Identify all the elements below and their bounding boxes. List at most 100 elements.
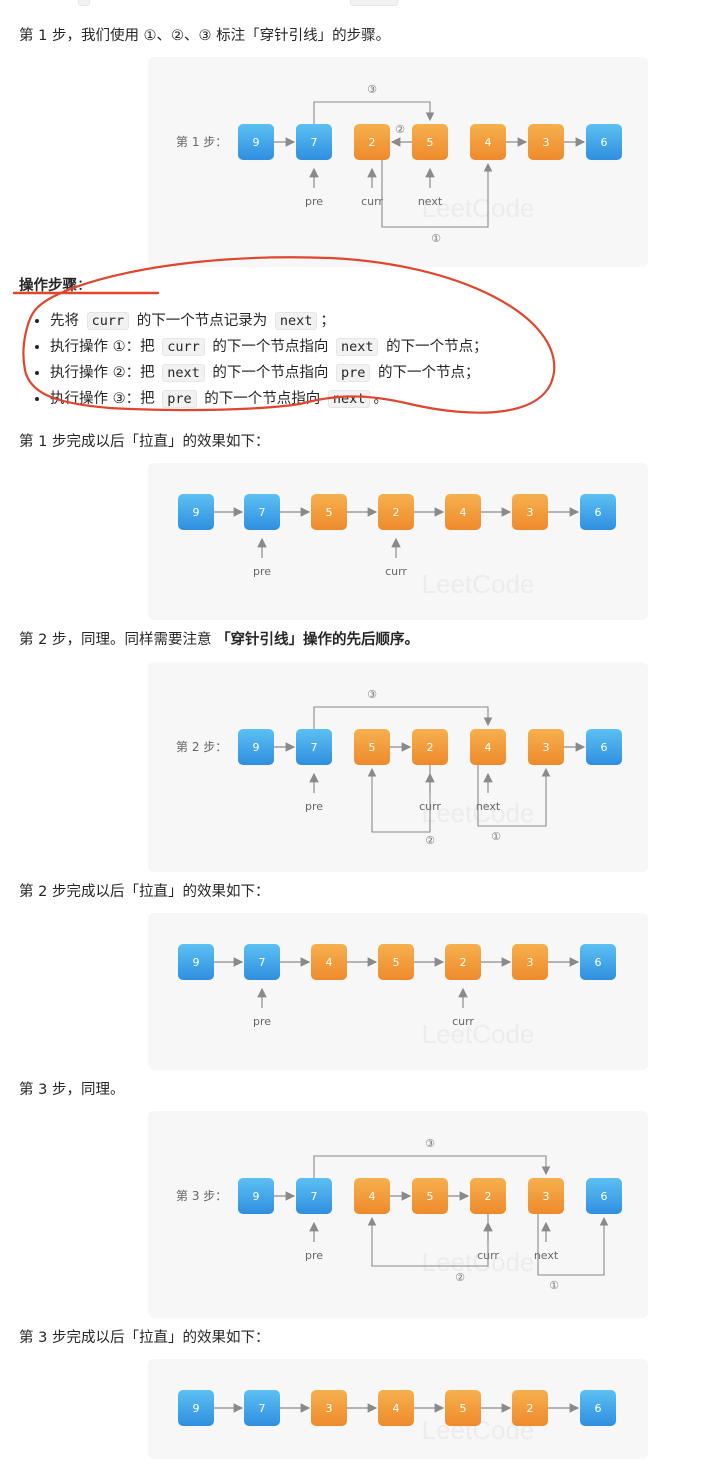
pointer-label-curr: curr: [452, 1015, 474, 1028]
list-node-box: [445, 494, 481, 530]
list-node-value: 6: [601, 136, 608, 149]
step-mark: ③: [367, 688, 377, 701]
figure-label: 第 1 步：: [176, 135, 227, 149]
list-node-value: 4: [460, 506, 467, 519]
list-node-value: 6: [595, 1402, 602, 1415]
step-mark: ③: [367, 83, 377, 96]
list-node-box: [296, 124, 332, 160]
ops-item-2: 执行操作 ①：把 curr 的下一个节点指向 next 的下一个节点；: [50, 334, 488, 360]
list-node-box: [244, 944, 280, 980]
list-node-value: 7: [311, 136, 318, 149]
list-node-box: [580, 494, 616, 530]
list-node-value: 7: [311, 741, 318, 754]
list-node-value: 2: [485, 1190, 492, 1203]
rewire-arrow: [367, 765, 431, 833]
list-node-value: 3: [543, 1190, 550, 1203]
list-node-value: 3: [543, 136, 550, 149]
step1-intro: 第 1 步，我们使用 ①、②、③ 标注「穿针引线」的步骤。: [19, 26, 390, 46]
list-node-box: [445, 944, 481, 980]
list-node-box: [528, 1178, 564, 1214]
rewire-arrow: [367, 1214, 489, 1267]
step-mark: ②: [395, 123, 405, 136]
ops-item-1: 先将 curr 的下一个节点记录为 next；: [50, 308, 488, 334]
watermark-text: LeetCode: [422, 569, 535, 599]
rewire-arrow: [477, 765, 551, 827]
list-node-value: 4: [326, 956, 333, 969]
list-node-value: 9: [253, 741, 260, 754]
ops-heading: 操作步骤：: [19, 276, 92, 296]
list-node-box: [296, 729, 332, 765]
list-node-box: [311, 1390, 347, 1426]
list-node-value: 9: [253, 1190, 260, 1203]
list-node-value: 9: [253, 136, 260, 149]
pointer-label-next: next: [418, 195, 443, 208]
list-node-value: 6: [601, 1190, 608, 1203]
list-node-box: [378, 1390, 414, 1426]
list-node-value: 2: [393, 506, 400, 519]
list-node-box: [296, 1178, 332, 1214]
list-node-value: 5: [427, 136, 434, 149]
list-node-box: [238, 729, 274, 765]
pointer-label-next: next: [476, 800, 501, 813]
watermark-text: LeetCode: [422, 193, 535, 223]
list-node-value: 6: [595, 506, 602, 519]
pointer-label-pre: pre: [305, 1249, 323, 1262]
pointer-label-next: next: [534, 1249, 559, 1262]
list-node-box: [580, 1390, 616, 1426]
step-mark: ②: [455, 1271, 465, 1284]
list-node-value: 4: [485, 741, 492, 754]
figure-label: 第 3 步：: [176, 1189, 227, 1203]
step-mark: ①: [431, 232, 441, 245]
list-node-box: [238, 124, 274, 160]
list-node-value: 5: [393, 956, 400, 969]
list-node-box: [528, 124, 564, 160]
pointer-label-pre: pre: [253, 565, 271, 578]
step3-intro: 第 3 步，同理。: [19, 1080, 124, 1100]
code-chip-cutoff-2: [350, 0, 398, 6]
list-node-box: [178, 944, 214, 980]
step2-after-text: 第 2 步完成以后「拉直」的效果如下：: [19, 884, 270, 900]
list-node-value: 2: [527, 1402, 534, 1415]
list-node-box: [178, 1390, 214, 1426]
list-node-value: 7: [259, 506, 266, 519]
list-node-value: 4: [485, 136, 492, 149]
list-node-box: [412, 729, 448, 765]
list-node-box: [586, 729, 622, 765]
step1-intro-text: 第 1 步，我们使用 ①、②、③ 标注「穿针引线」的步骤。: [19, 28, 391, 44]
pointer-label-pre: pre: [253, 1015, 271, 1028]
rewire-arrow: [313, 706, 493, 729]
step-mark: ①: [549, 1279, 559, 1292]
list-node-box: [586, 1178, 622, 1214]
step2-intro: 第 2 步，同理。同样需要注意 「穿针引线」操作的先后顺序。: [19, 630, 419, 650]
ops-colon: ：: [77, 278, 92, 294]
rewire-arrow: [313, 101, 435, 124]
list-node-value: 3: [543, 741, 550, 754]
list-node-value: 9: [193, 1402, 200, 1415]
watermark-text: LeetCode: [422, 1247, 535, 1277]
rewire-arrow: [381, 160, 493, 228]
list-node-box: [512, 1390, 548, 1426]
list-node-value: 5: [427, 1190, 434, 1203]
step3-after: 第 3 步完成以后「拉直」的效果如下：: [19, 1328, 269, 1348]
step-mark: ①: [491, 830, 501, 843]
list-node-box: [512, 494, 548, 530]
pointer-label-curr: curr: [385, 565, 407, 578]
list-node-box: [354, 124, 390, 160]
list-node-value: 7: [259, 956, 266, 969]
list-node-value: 2: [460, 956, 467, 969]
pointer-label-curr: curr: [361, 195, 383, 208]
code-chip-cutoff-1: [78, 0, 90, 6]
list-node-box: [586, 124, 622, 160]
step2-after: 第 2 步完成以后「拉直」的效果如下：: [19, 882, 269, 902]
list-node-value: 3: [527, 956, 534, 969]
list-node-value: 3: [326, 1402, 333, 1415]
ops-item-3: 执行操作 ②：把 next 的下一个节点指向 pre 的下一个节点；: [50, 360, 488, 386]
list-node-value: 6: [595, 956, 602, 969]
